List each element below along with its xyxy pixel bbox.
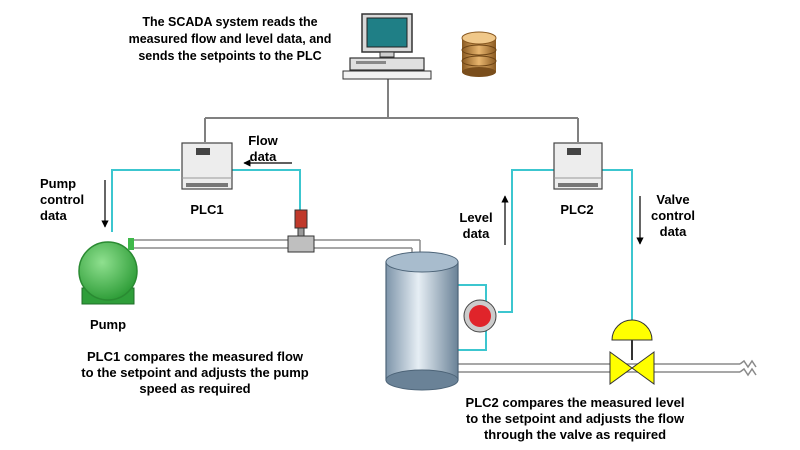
scada-note: The SCADA system reads the measured flow…	[128, 15, 332, 63]
database-icon	[461, 31, 497, 77]
scada-computer	[342, 13, 432, 80]
valve-control-data-label: Valve control data	[650, 192, 696, 239]
flow-meter	[287, 209, 315, 253]
plc1-label: PLC1	[190, 202, 224, 217]
data-arrows	[101, 159, 644, 245]
pump-icon	[78, 238, 138, 305]
level-data-label: Level data	[459, 210, 493, 241]
pump-control-data-label: Pump control data	[40, 176, 85, 223]
control-valve	[609, 319, 655, 385]
plc2-note: PLC2 compares the measured level to the …	[465, 395, 685, 442]
plc2-label: PLC2	[560, 202, 594, 217]
plc1-device	[181, 142, 233, 190]
plc1-note: PLC1 compares the measured flow to the s…	[81, 349, 309, 396]
process-piping	[130, 239, 757, 377]
pump-label: Pump	[89, 317, 127, 332]
plc2-device	[553, 142, 603, 190]
flow-data-label: Flow data	[248, 133, 278, 164]
tank	[385, 251, 459, 391]
level-sensor	[463, 299, 497, 333]
signal-wiring	[111, 169, 633, 351]
network-bus	[204, 78, 579, 142]
